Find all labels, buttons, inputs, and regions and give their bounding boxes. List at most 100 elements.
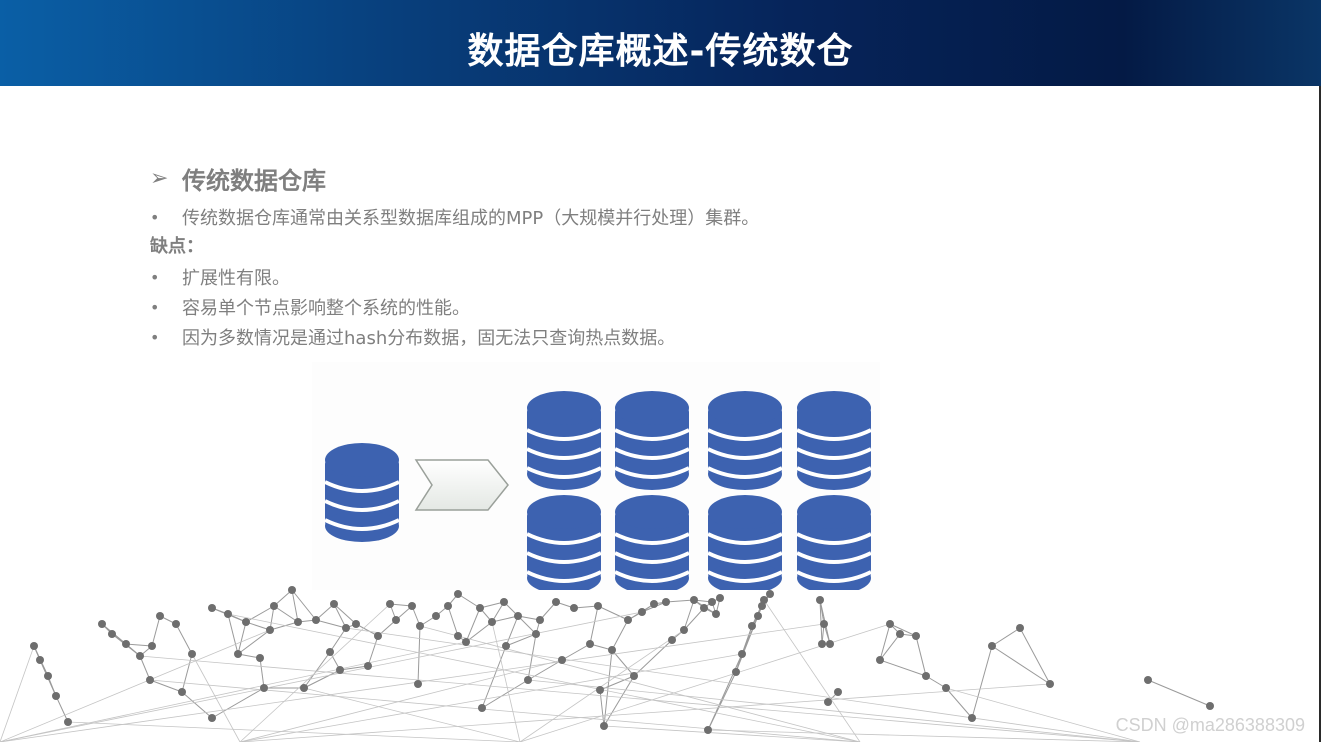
cons-item: • 因为多数情况是通过hash分布数据，固无法只查询热点数据。 <box>150 322 1050 352</box>
mesh-line <box>291 589 299 623</box>
mesh-node <box>188 650 196 658</box>
mesh-node <box>122 640 130 648</box>
mesh-node <box>256 654 264 662</box>
mesh-line <box>237 621 247 655</box>
mesh-node <box>820 620 828 628</box>
cluster-database-icon <box>795 389 873 492</box>
mesh-line <box>315 619 347 629</box>
mesh-node <box>514 612 522 620</box>
mesh-line <box>665 599 695 603</box>
mesh-line <box>239 603 391 742</box>
source-database-icon <box>323 441 401 544</box>
bullet-dot-icon: • <box>150 327 160 347</box>
mesh-node <box>208 714 216 722</box>
cluster-database-icon <box>613 389 691 492</box>
mesh-line <box>1147 679 1211 707</box>
mesh-node <box>416 622 424 630</box>
bullet-dot-icon: • <box>150 297 160 317</box>
mesh-line <box>339 665 369 671</box>
mesh-node <box>208 604 216 612</box>
cons-item: • 扩展性有限。 <box>150 262 1050 292</box>
mesh-node <box>988 642 996 650</box>
mesh-node <box>478 704 486 712</box>
mesh-node <box>36 656 44 664</box>
mesh-line <box>491 615 519 623</box>
mesh-node <box>912 632 920 640</box>
mesh-line <box>269 605 275 631</box>
mesh-line <box>481 679 529 709</box>
mesh-line <box>707 653 743 731</box>
mesh-line <box>333 603 357 625</box>
mesh-line <box>603 725 861 742</box>
mesh-node <box>242 618 250 626</box>
slide-title: 数据仓库概述-传统数仓 <box>467 31 854 72</box>
mesh-line <box>419 625 861 742</box>
mesh-node <box>886 620 894 628</box>
mesh-line <box>149 679 861 742</box>
mesh-node <box>558 656 566 664</box>
mesh-node <box>738 650 746 658</box>
mesh-line <box>329 627 347 653</box>
section-heading: ➢ 传统数据仓库 <box>150 160 1050 196</box>
mesh-line <box>991 645 1051 685</box>
mesh-line <box>683 599 695 631</box>
mesh-node <box>834 688 842 696</box>
mesh-node <box>462 638 470 646</box>
mesh-node <box>392 616 400 624</box>
mesh-node <box>432 612 440 620</box>
mesh-line <box>573 605 599 609</box>
mesh-node <box>876 656 884 664</box>
mesh-line <box>259 657 265 689</box>
mesh-line <box>527 659 563 681</box>
mesh-node <box>476 604 484 612</box>
mesh-node <box>536 616 544 624</box>
cluster-database-icon <box>525 389 603 492</box>
mesh-node <box>288 586 296 594</box>
mesh-node <box>260 684 268 692</box>
mesh-node <box>364 662 372 670</box>
mesh-node <box>336 666 344 674</box>
mesh-line <box>211 687 265 719</box>
bullet-dot-icon: • <box>150 207 160 227</box>
mesh-node <box>342 624 350 632</box>
mesh-line <box>517 615 537 635</box>
mesh-node <box>98 620 106 628</box>
mesh-line <box>465 621 493 643</box>
mesh-node <box>374 632 382 640</box>
mesh-node <box>638 608 646 616</box>
intro-text: 传统数据仓库通常由关系型数据库组成的MPP（大规模并行处理）集群。 <box>182 208 760 229</box>
mesh-node <box>330 600 338 608</box>
mesh-node <box>680 626 688 634</box>
mesh-node <box>748 622 756 630</box>
mesh-line <box>589 605 599 645</box>
mesh-node <box>444 602 452 610</box>
mesh-node <box>414 680 422 688</box>
mesh-line <box>245 605 275 623</box>
mesh-node <box>552 598 560 606</box>
mesh-line <box>0 623 825 742</box>
mesh-line <box>315 603 335 621</box>
mesh-node <box>570 604 578 612</box>
mesh-line <box>333 603 347 629</box>
mesh-node <box>600 722 608 730</box>
section-title: 传统数据仓库 <box>182 166 326 195</box>
cons-label: 缺点： <box>150 236 204 257</box>
mpp-diagram-svg <box>323 389 873 596</box>
mesh-node <box>968 714 976 722</box>
mesh-line <box>417 625 421 685</box>
mesh-line <box>1019 627 1051 685</box>
mesh-line <box>149 679 183 693</box>
cons-item-text: 容易单个节点影响整个系统的性能。 <box>182 298 470 319</box>
mesh-node <box>1206 702 1214 710</box>
mesh-node <box>650 600 658 608</box>
mesh-node <box>662 598 670 606</box>
mesh-line <box>527 679 1141 742</box>
mesh-line <box>227 613 861 742</box>
mesh-node <box>816 596 824 604</box>
watermark: CSDN @ma286388309 <box>1115 715 1305 735</box>
mesh-node <box>708 598 716 606</box>
mesh-node <box>1144 676 1152 684</box>
mesh-line <box>447 605 459 637</box>
mesh-node <box>630 672 638 680</box>
mesh-node <box>294 618 302 626</box>
